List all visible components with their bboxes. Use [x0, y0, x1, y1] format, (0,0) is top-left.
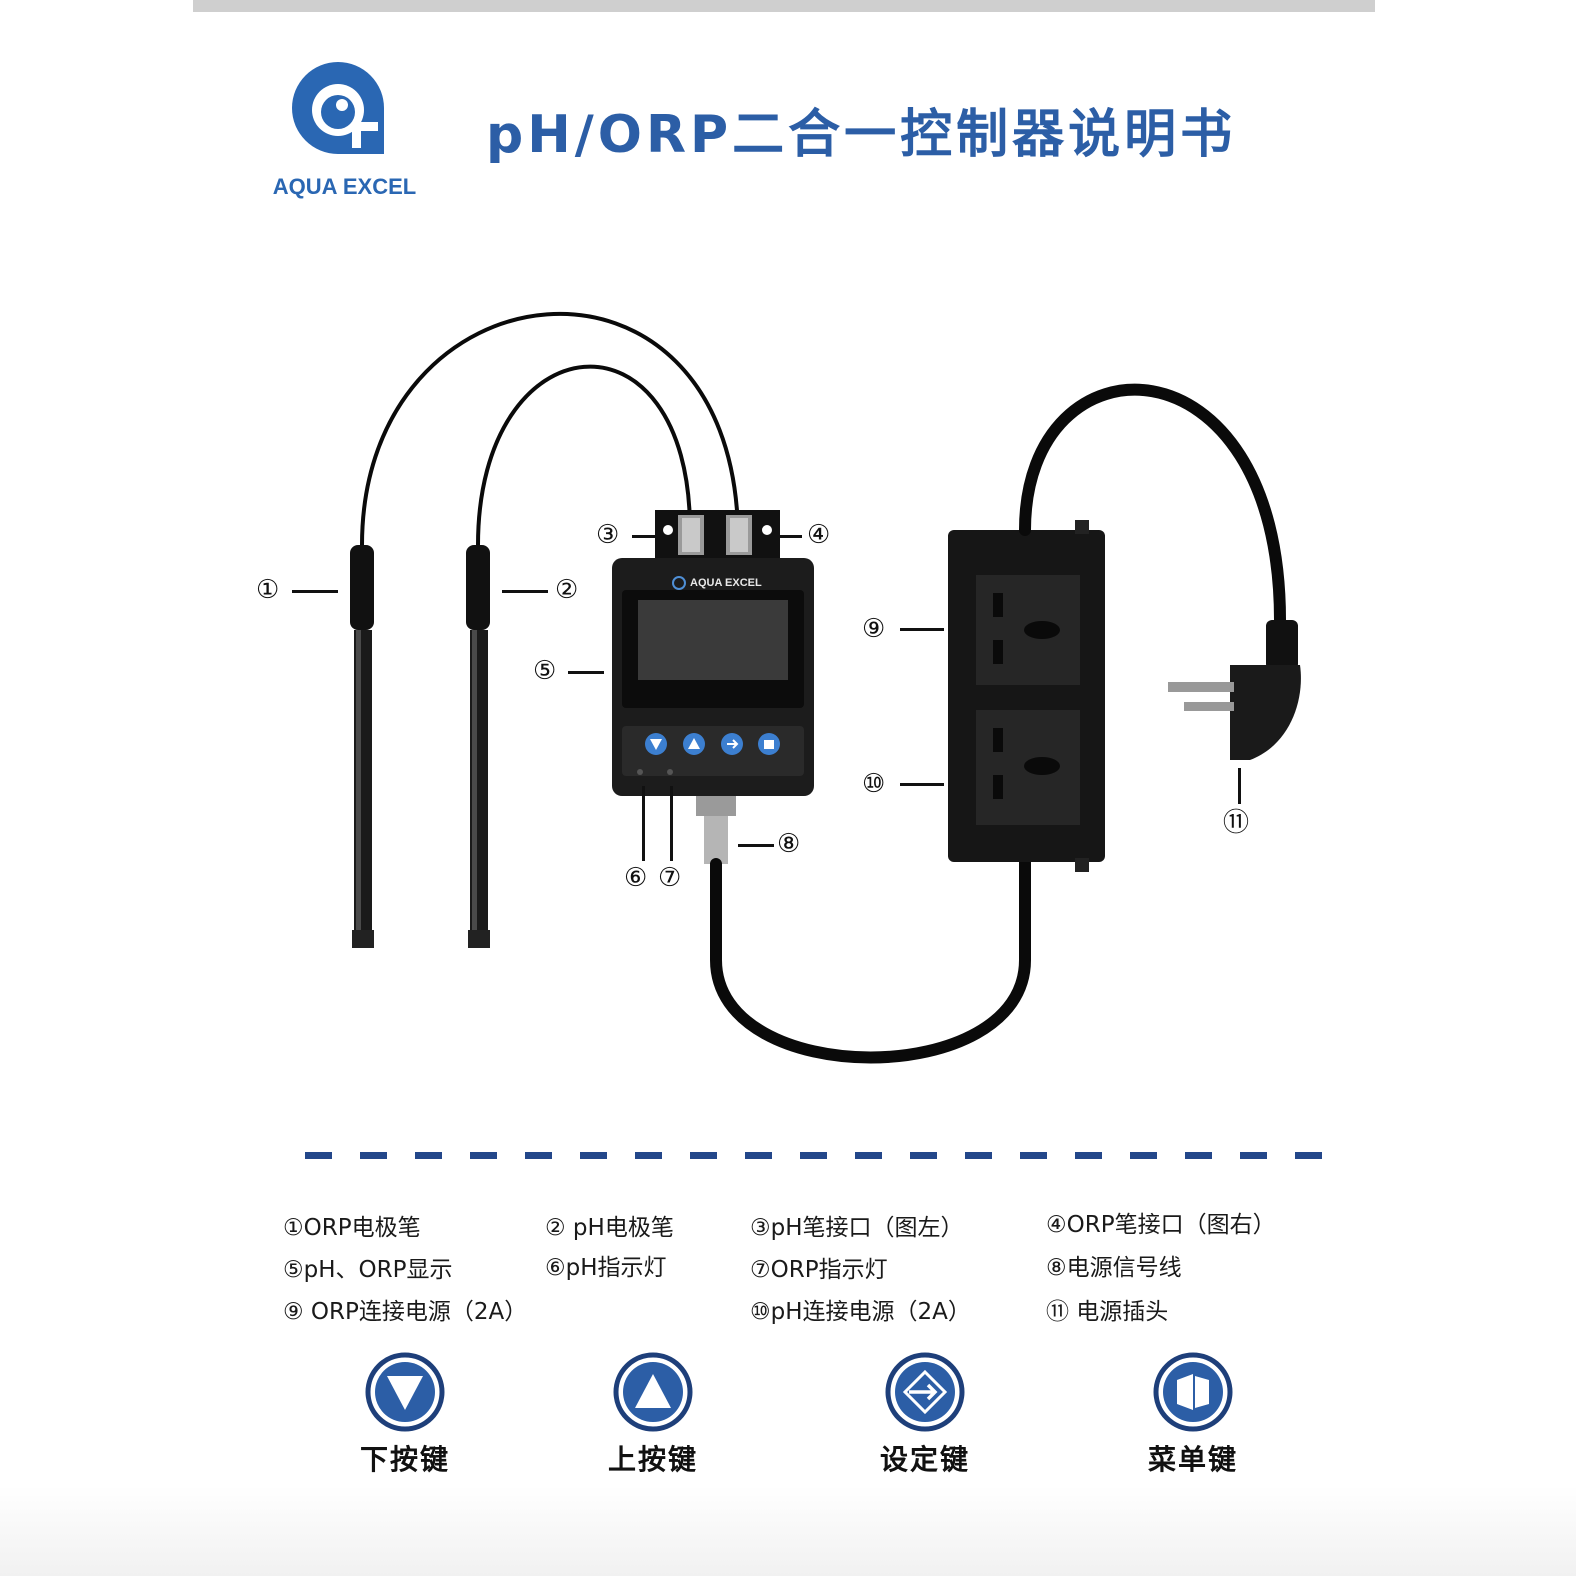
- legend-item-8: ⑧电源信号线: [1046, 1255, 1182, 1281]
- key-up-label: 上按键: [607, 1443, 698, 1476]
- brand-name: AQUA EXCEL: [272, 174, 417, 199]
- callout-line-2: [502, 590, 548, 593]
- device-set-button: [721, 733, 743, 755]
- legend-item-7: ⑦ORP指示灯: [750, 1257, 888, 1283]
- device-brand-label: AQUA EXCEL: [690, 577, 762, 589]
- ph-probe-connector: [678, 515, 704, 555]
- callout-line-5: [568, 671, 604, 674]
- callout-line-8: [738, 844, 774, 847]
- legend-item-10: ⑩pH连接电源（2A）: [750, 1299, 971, 1325]
- orp-power-socket: [976, 575, 1080, 685]
- callout-line-1: [292, 590, 338, 593]
- ph-power-socket: [976, 710, 1080, 825]
- brand-logo: AQUA EXCEL: [262, 60, 427, 205]
- callout-6: ⑥: [624, 863, 648, 893]
- legend-item-11: ⑪ 电源插头: [1046, 1299, 1169, 1325]
- down-arrow-icon: [365, 1352, 445, 1432]
- key-menu: 菜单键: [1103, 1352, 1283, 1478]
- dashed-divider: [305, 1152, 1330, 1159]
- power-plug: [1168, 620, 1301, 760]
- legend-item-4: ④ORP笔接口（图右）: [1046, 1212, 1276, 1238]
- orp-probe-cable: [360, 311, 740, 546]
- callout-10: ⑩: [862, 769, 886, 799]
- callout-line-3: [632, 535, 672, 538]
- power-signal-connector: [696, 796, 736, 864]
- lcd-display: [638, 600, 788, 680]
- key-down: 下按键: [315, 1352, 495, 1478]
- key-set-label: 设定键: [879, 1443, 970, 1476]
- key-set: 设定键: [835, 1352, 1015, 1478]
- ph-probe-cable: [476, 364, 692, 546]
- callout-line-10: [900, 783, 944, 786]
- callout-line-4: [758, 535, 802, 538]
- callout-1: ①: [256, 575, 280, 605]
- callout-8: ⑧: [777, 829, 801, 859]
- callout-4: ④: [807, 520, 831, 550]
- orp-electrode-probe: [350, 545, 374, 948]
- legend-item-5: ⑤pH、ORP显示: [283, 1257, 453, 1283]
- legend-item-1: ①ORP电极笔: [283, 1215, 421, 1241]
- brand-logo-icon: [292, 62, 384, 154]
- legend-item-2: ② pH电极笔: [545, 1215, 674, 1241]
- callout-5: ⑤: [533, 656, 557, 686]
- callout-line-7: [670, 786, 673, 861]
- callout-2: ②: [555, 575, 579, 605]
- key-menu-label: 菜单键: [1147, 1443, 1238, 1476]
- callout-7: ⑦: [658, 863, 682, 893]
- callout-3: ③: [596, 520, 620, 550]
- callout-line-6: [642, 786, 645, 861]
- orp-probe-connector: [726, 515, 752, 555]
- legend-item-6: ⑥pH指示灯: [545, 1255, 667, 1281]
- enter-icon: [885, 1352, 965, 1432]
- top-border-bar: [193, 0, 1375, 12]
- plug-cable: [1019, 383, 1286, 626]
- key-down-label: 下按键: [359, 1443, 450, 1476]
- menu-book-icon: [1153, 1352, 1233, 1432]
- power-signal-cable: [710, 856, 1031, 1064]
- ph-electrode-probe: [466, 545, 490, 948]
- device-down-button: [645, 733, 667, 755]
- callout-line-11: [1238, 768, 1241, 804]
- legend-item-3: ③pH笔接口（图左）: [750, 1215, 964, 1241]
- device-up-button: [683, 733, 705, 755]
- page-title: pH/ORP二合一控制器说明书: [486, 105, 1237, 165]
- callout-line-9: [900, 628, 944, 631]
- legend-item-9: ⑨ ORP连接电源（2A）: [283, 1299, 528, 1325]
- key-up: 上按键: [563, 1352, 743, 1478]
- callout-9: ⑨: [862, 614, 886, 644]
- device-menu-button: [758, 733, 780, 755]
- callout-11: ⑪: [1223, 808, 1250, 838]
- up-arrow-icon: [613, 1352, 693, 1432]
- bottom-shadow: [0, 1486, 1576, 1576]
